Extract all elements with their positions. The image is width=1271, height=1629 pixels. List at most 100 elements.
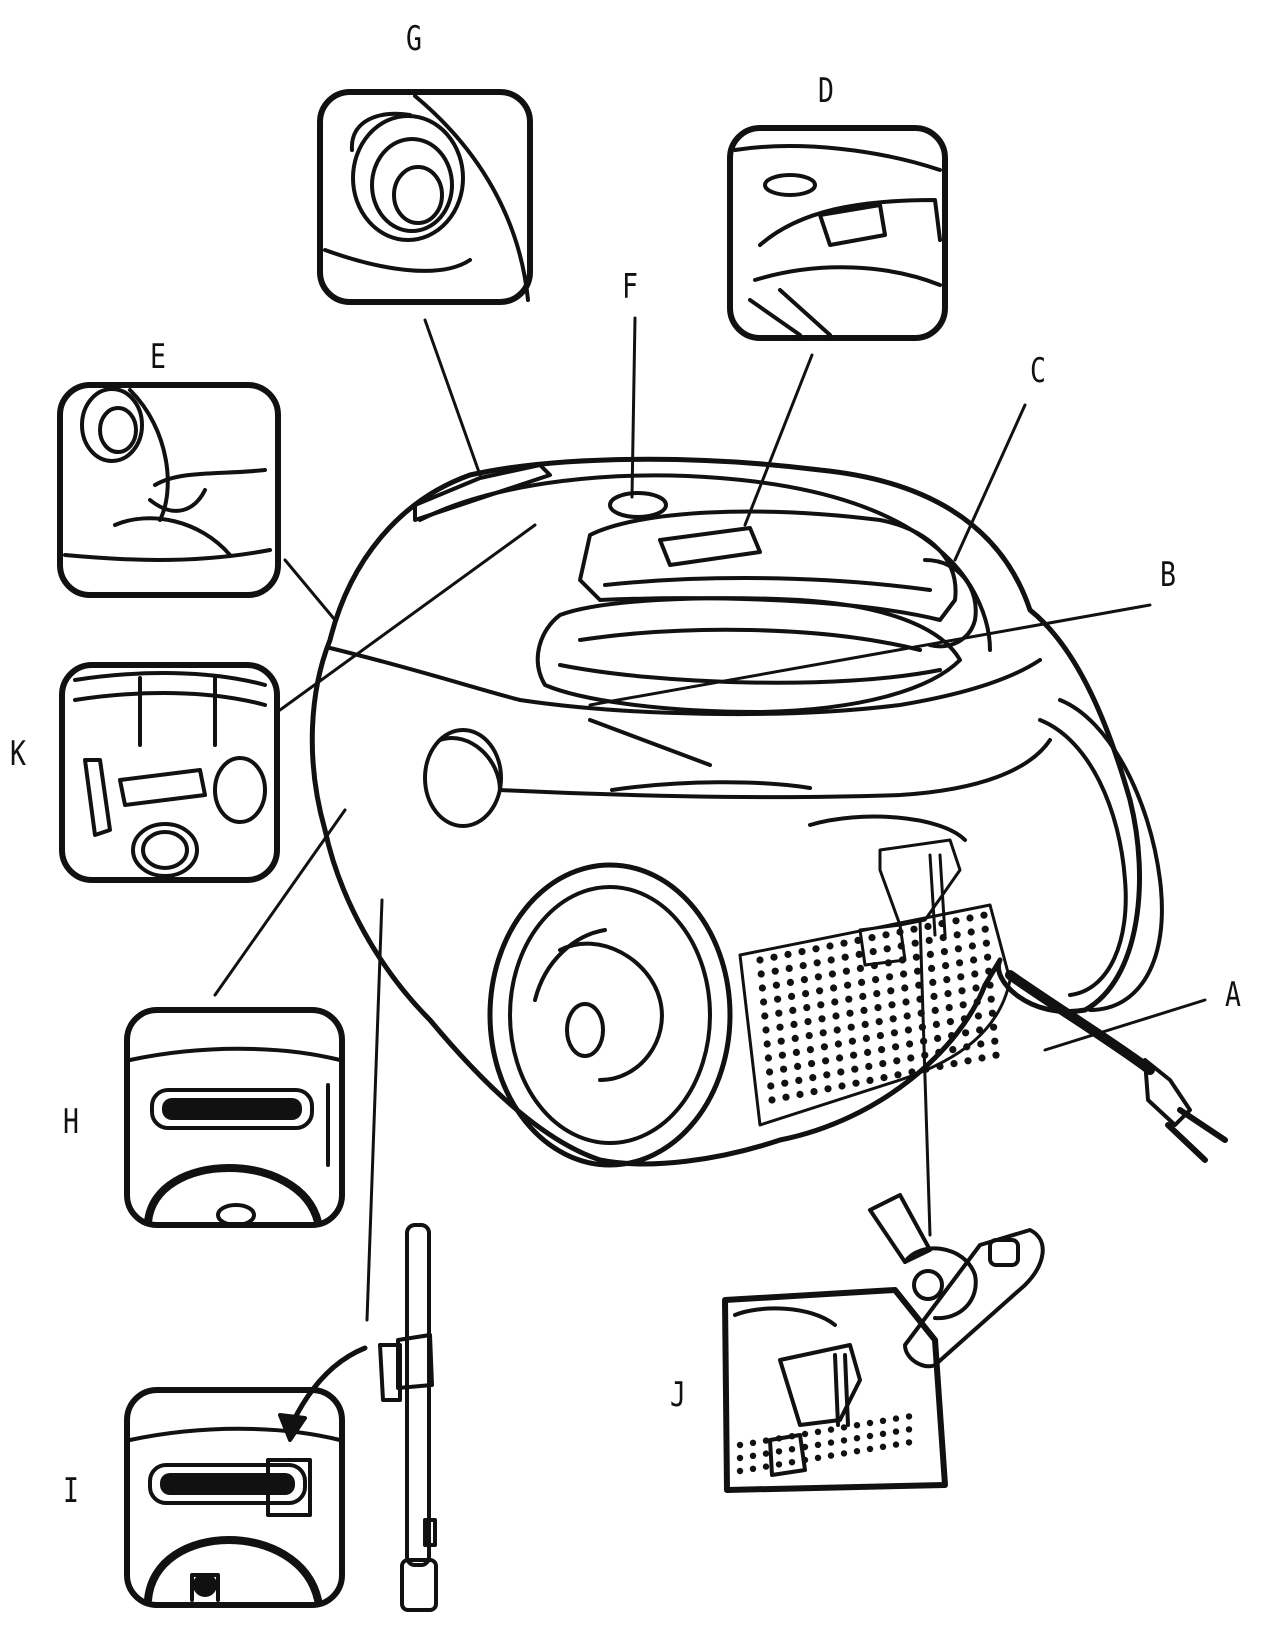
pointer-e <box>283 558 337 622</box>
grille-hole <box>974 1012 983 1020</box>
grille-hole <box>762 1437 770 1444</box>
grille-hole <box>819 1029 827 1037</box>
grille-hole <box>890 1029 899 1037</box>
grille-hole <box>964 1057 972 1065</box>
grille-hole <box>930 992 938 1001</box>
grille-hole <box>828 970 837 978</box>
pointer-j <box>918 918 932 1237</box>
grille-hole <box>789 1006 797 1015</box>
grille-hole <box>840 1437 848 1444</box>
inset-g-hose-inlet <box>317 89 533 305</box>
grille-hole <box>775 1009 783 1017</box>
grille-hole <box>972 984 980 992</box>
grille-hole <box>831 998 839 1006</box>
grille-hole <box>791 1034 799 1042</box>
grille-hole <box>850 1051 858 1059</box>
grille-hole <box>774 995 782 1003</box>
grille-hole <box>847 1023 855 1031</box>
grille-hole <box>906 1040 914 1048</box>
grille-hole <box>902 998 910 1006</box>
grille-hole <box>988 1009 997 1017</box>
grille-hole <box>749 1439 757 1447</box>
grille-hole <box>936 1062 944 1070</box>
grille-hole <box>980 911 988 919</box>
grille-hole <box>770 953 778 961</box>
inset-d-lid-latch <box>727 125 948 341</box>
inset-h-tube-parking <box>124 1007 345 1228</box>
grille-hole <box>810 1088 818 1096</box>
grille-hole <box>764 1054 773 1062</box>
grille-hole <box>814 1428 822 1436</box>
grille-hole <box>805 1032 813 1040</box>
grille-hole <box>767 1082 775 1090</box>
grille-hole <box>853 1435 861 1442</box>
grille-hole <box>978 1054 986 1062</box>
grille-hole <box>942 962 950 970</box>
grille-hole <box>785 964 793 973</box>
grille-hole <box>896 928 904 936</box>
pointer-a <box>1043 998 1207 1052</box>
grille-hole <box>892 1428 900 1435</box>
grille-hole <box>882 931 890 939</box>
grille-hole <box>953 931 961 939</box>
grille-hole <box>801 1456 809 1464</box>
grille-hole <box>806 1046 815 1054</box>
telescopic-tube <box>378 1223 438 1612</box>
grille-hole <box>874 1004 882 1012</box>
grille-hole <box>859 992 867 1001</box>
grille-hole <box>904 1026 913 1034</box>
grille-hole <box>876 1032 885 1040</box>
grille-hole <box>982 939 991 947</box>
grille-hole <box>925 936 933 945</box>
grille-hole <box>910 925 918 933</box>
grille-hole <box>756 956 764 964</box>
grille-hole <box>900 970 908 978</box>
grille-hole <box>928 964 936 973</box>
grille-hole <box>834 1040 843 1048</box>
grille-hole <box>984 953 992 961</box>
pointer-f <box>630 316 637 499</box>
grille-hole <box>889 1015 897 1023</box>
grille-hole <box>818 1015 826 1023</box>
label-d: D <box>818 71 834 111</box>
grille-hole <box>784 950 792 959</box>
grille-hole <box>820 1043 829 1051</box>
grille-hole <box>823 1071 831 1079</box>
grille-hole <box>944 990 952 998</box>
label-h: H <box>63 1102 79 1142</box>
grille-hole <box>880 1074 888 1082</box>
pointer-c <box>953 403 1027 562</box>
grille-hole <box>949 1046 957 1054</box>
grille-hole <box>948 1032 956 1040</box>
grille-hole <box>768 1096 776 1104</box>
grille-hole <box>802 990 810 998</box>
grille-hole <box>827 1426 835 1433</box>
grille-hole <box>813 959 821 967</box>
grille-hole <box>992 1051 1000 1059</box>
grille-hole <box>801 1443 809 1451</box>
grille-hole <box>872 976 880 984</box>
grille-hole <box>817 1001 825 1009</box>
grille-hole <box>897 942 905 950</box>
grille-hole <box>894 1071 902 1079</box>
grille-hole <box>782 1093 790 1101</box>
grille-hole <box>908 1068 916 1076</box>
grille-hole <box>795 1076 803 1084</box>
grille-hole <box>803 1004 811 1012</box>
grille-hole <box>905 1426 913 1433</box>
grille-hole <box>858 978 866 987</box>
grille-hole <box>796 1090 804 1098</box>
grille-hole <box>761 1012 769 1020</box>
grille-hole <box>790 1020 798 1028</box>
grille-hole <box>749 1465 757 1473</box>
grille-hole <box>844 981 852 989</box>
label-c: C <box>1030 351 1046 391</box>
grille-hole <box>861 1020 869 1028</box>
grille-hole <box>736 1467 744 1475</box>
grille-hole <box>836 1054 844 1062</box>
grille-hole <box>934 1034 942 1042</box>
label-a: A <box>1225 975 1241 1015</box>
grille-hole <box>775 1435 783 1442</box>
grille-hole <box>887 987 895 995</box>
grille-hole <box>775 1461 783 1468</box>
